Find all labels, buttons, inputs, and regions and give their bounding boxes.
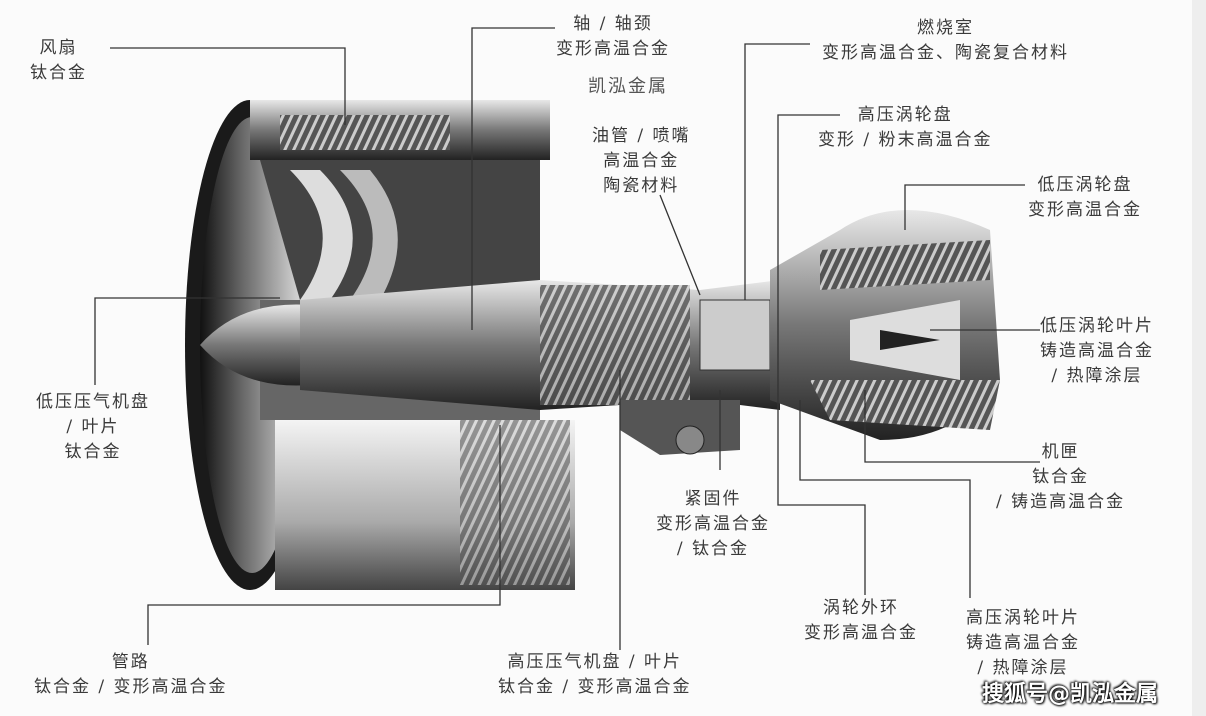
label-material: 铸造高温合金 — [966, 633, 1080, 653]
label-title: 轴 / 轴颈 — [573, 14, 653, 34]
label-lpt-disc: 低压涡轮盘 变形高温合金 — [1028, 173, 1142, 223]
label-material: 钛合金 — [1032, 467, 1090, 487]
label-title: 低压涡轮盘 — [1037, 175, 1133, 195]
label-piping: 管路 钛合金 / 变形高温合金 — [34, 650, 228, 700]
page-edge — [1192, 0, 1206, 716]
fan-section — [185, 100, 575, 590]
label-combustor: 燃烧室 变形高温合金、陶瓷复合材料 — [822, 16, 1069, 66]
label-material: 钛合金 — [30, 63, 87, 83]
label-title: 风扇 — [39, 38, 78, 58]
label-hpc-disc: 高压压气机盘 / 叶片 钛合金 / 变形高温合金 — [498, 650, 692, 700]
turbine-section — [770, 210, 1000, 440]
label-fastener: 紧固件 变形高温合金 / 钛合金 — [656, 487, 770, 562]
label-material: / 铸造高温合金 — [996, 492, 1126, 512]
label-material: / 热障涂层 — [977, 658, 1069, 678]
label-title: 低压涡轮叶片 — [1040, 316, 1154, 336]
label-material: 陶瓷材料 — [603, 176, 680, 196]
label-material: 变形高温合金 — [804, 623, 918, 643]
label-hpt-blade: 高压涡轮叶片 铸造高温合金 / 热障涂层 — [966, 606, 1080, 681]
label-casing: 机匣 钛合金 / 铸造高温合金 — [996, 440, 1125, 515]
label-turbine-shroud: 涡轮外环 变形高温合金 — [804, 596, 918, 646]
label-material: 钛合金 / 变形高温合金 — [34, 677, 228, 697]
label-material: 钛合金 / 变形高温合金 — [498, 677, 692, 697]
label-lpt-blade: 低压涡轮叶片 铸造高温合金 / 热障涂层 — [1040, 314, 1154, 389]
label-title: 机匣 — [1041, 442, 1080, 462]
label-material: / 热障涂层 — [1051, 366, 1143, 386]
label-title: 低压压气机盘 — [36, 392, 150, 412]
label-material: 钛合金 — [64, 442, 122, 462]
brand-text: 凯泓金属 — [588, 76, 668, 97]
label-material: 变形高温合金 — [556, 39, 670, 59]
label-title: 油管 / 喷嘴 — [592, 126, 691, 146]
label-title: 管路 — [111, 652, 150, 672]
label-title: 高压涡轮盘 — [857, 105, 953, 125]
core-section — [300, 280, 780, 455]
label-material: 变形高温合金 — [1028, 200, 1142, 220]
spinner-cone — [200, 304, 310, 386]
label-fan: 风扇 钛合金 — [30, 36, 87, 86]
label-shaft: 轴 / 轴颈 变形高温合金 — [556, 12, 670, 62]
label-material: 变形高温合金、陶瓷复合材料 — [822, 43, 1069, 63]
label-title: 涡轮外环 — [823, 598, 899, 618]
label-hpt-disc: 高压涡轮盘 变形 / 粉末高温合金 — [818, 103, 993, 153]
label-title: 高压涡轮叶片 — [966, 608, 1080, 628]
label-material: / 钛合金 — [676, 539, 750, 559]
watermark: 搜狐号@凯泓金属 — [982, 682, 1159, 707]
label-material: 高温合金 — [603, 151, 680, 171]
label-oil-pipe: 油管 / 喷嘴 高温合金 陶瓷材料 — [592, 124, 691, 199]
label-title: 燃烧室 — [917, 18, 974, 38]
label-material: 铸造高温合金 — [1040, 341, 1154, 361]
label-material: 变形高温合金 — [656, 514, 770, 534]
label-title: 紧固件 — [684, 489, 742, 509]
leader-lines — [94, 27, 1040, 650]
label-title: 高压压气机盘 / 叶片 — [507, 652, 683, 672]
label-material: 变形 / 粉末高温合金 — [818, 130, 993, 150]
label-lpc-disc: 低压压气机盘 / 叶片 钛合金 — [36, 390, 150, 465]
label-material: / 叶片 — [66, 417, 120, 437]
